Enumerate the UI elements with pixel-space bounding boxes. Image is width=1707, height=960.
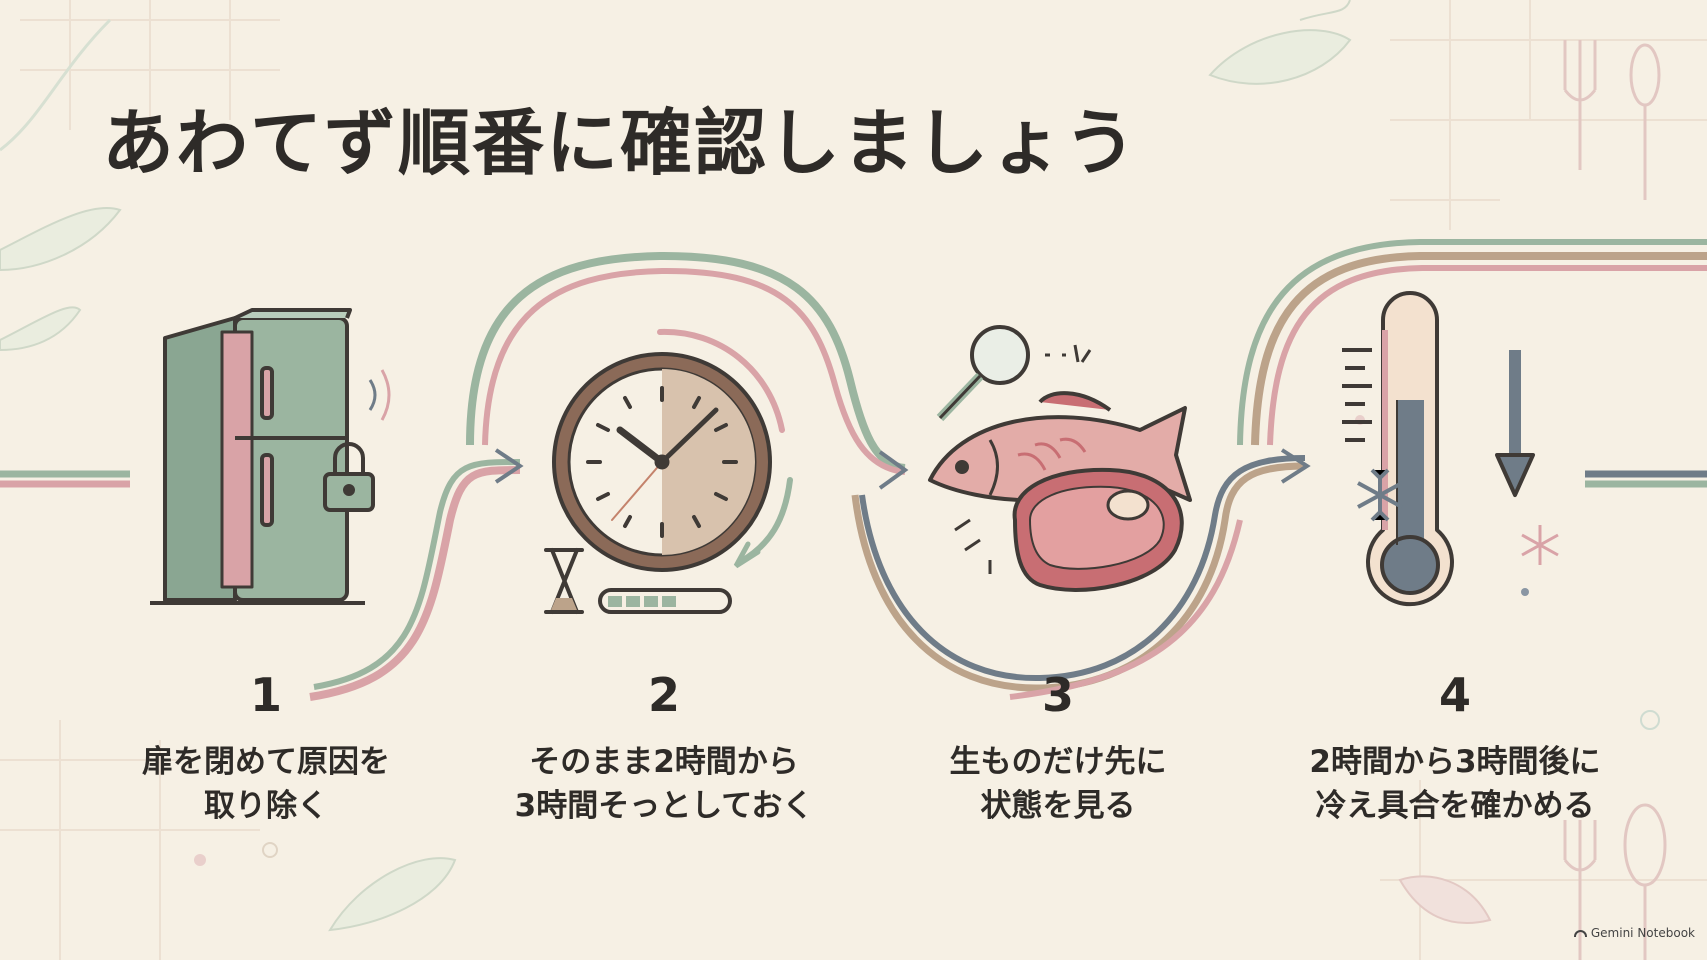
step-line: 生ものだけ先に — [949, 744, 1167, 780]
step-line: 状態を見る — [980, 788, 1136, 824]
thermometer-icon — [1342, 291, 1559, 607]
fridge-lock-icon — [150, 308, 391, 605]
step-4: 4 2時間から3時間後に 冷え具合を確かめる — [1275, 672, 1635, 828]
step-3: 3 生ものだけ先に 状態を見る — [878, 672, 1238, 828]
step-line: 取り除く — [204, 788, 328, 824]
snowflake-small-icon — [1521, 525, 1559, 565]
snowflake-icon — [1357, 468, 1403, 522]
step-line: 扉を閉めて原因を — [142, 744, 390, 780]
step-line: そのまま2時間から — [529, 744, 799, 780]
step-line: 2時間から3時間後に — [1309, 744, 1601, 780]
brand-name: Gemini Notebook — [1590, 926, 1695, 940]
step-description: そのまま2時間から 3時間そっとしておく — [484, 740, 844, 828]
step-1: 1 扉を閉めて原因を 取り除く — [86, 672, 446, 828]
brand-logo-icon — [1573, 929, 1587, 937]
step-number: 1 — [249, 668, 282, 722]
step-number: 3 — [1041, 668, 1074, 722]
step-description: 扉を閉めて原因を 取り除く — [86, 740, 446, 828]
page-title: あわてず順番に確認しましょう — [102, 101, 1139, 185]
brand-watermark: Gemini Notebook — [1573, 926, 1695, 940]
step-number: 2 — [647, 668, 680, 722]
step-2: 2 そのまま2時間から 3時間そっとしておく — [484, 672, 844, 828]
step-line: 3時間そっとしておく — [514, 788, 814, 824]
clock-icon — [544, 328, 793, 614]
flow-path — [0, 239, 1707, 701]
step-description: 生ものだけ先に 状態を見る — [878, 740, 1238, 828]
step-number: 4 — [1438, 668, 1471, 722]
step-description: 2時間から3時間後に 冷え具合を確かめる — [1275, 740, 1635, 828]
fish-meat-icon — [928, 325, 1192, 592]
step-line: 冷え具合を確かめる — [1315, 788, 1595, 824]
